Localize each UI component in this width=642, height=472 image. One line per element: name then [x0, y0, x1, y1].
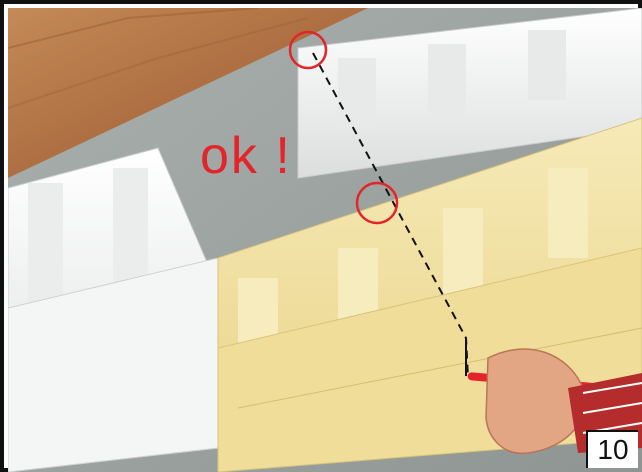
step-number-badge: 10: [586, 430, 638, 468]
scene-svg: [8, 8, 642, 472]
ok-annotation: ok !: [200, 130, 292, 182]
illustration-scene: ok !: [8, 8, 642, 472]
